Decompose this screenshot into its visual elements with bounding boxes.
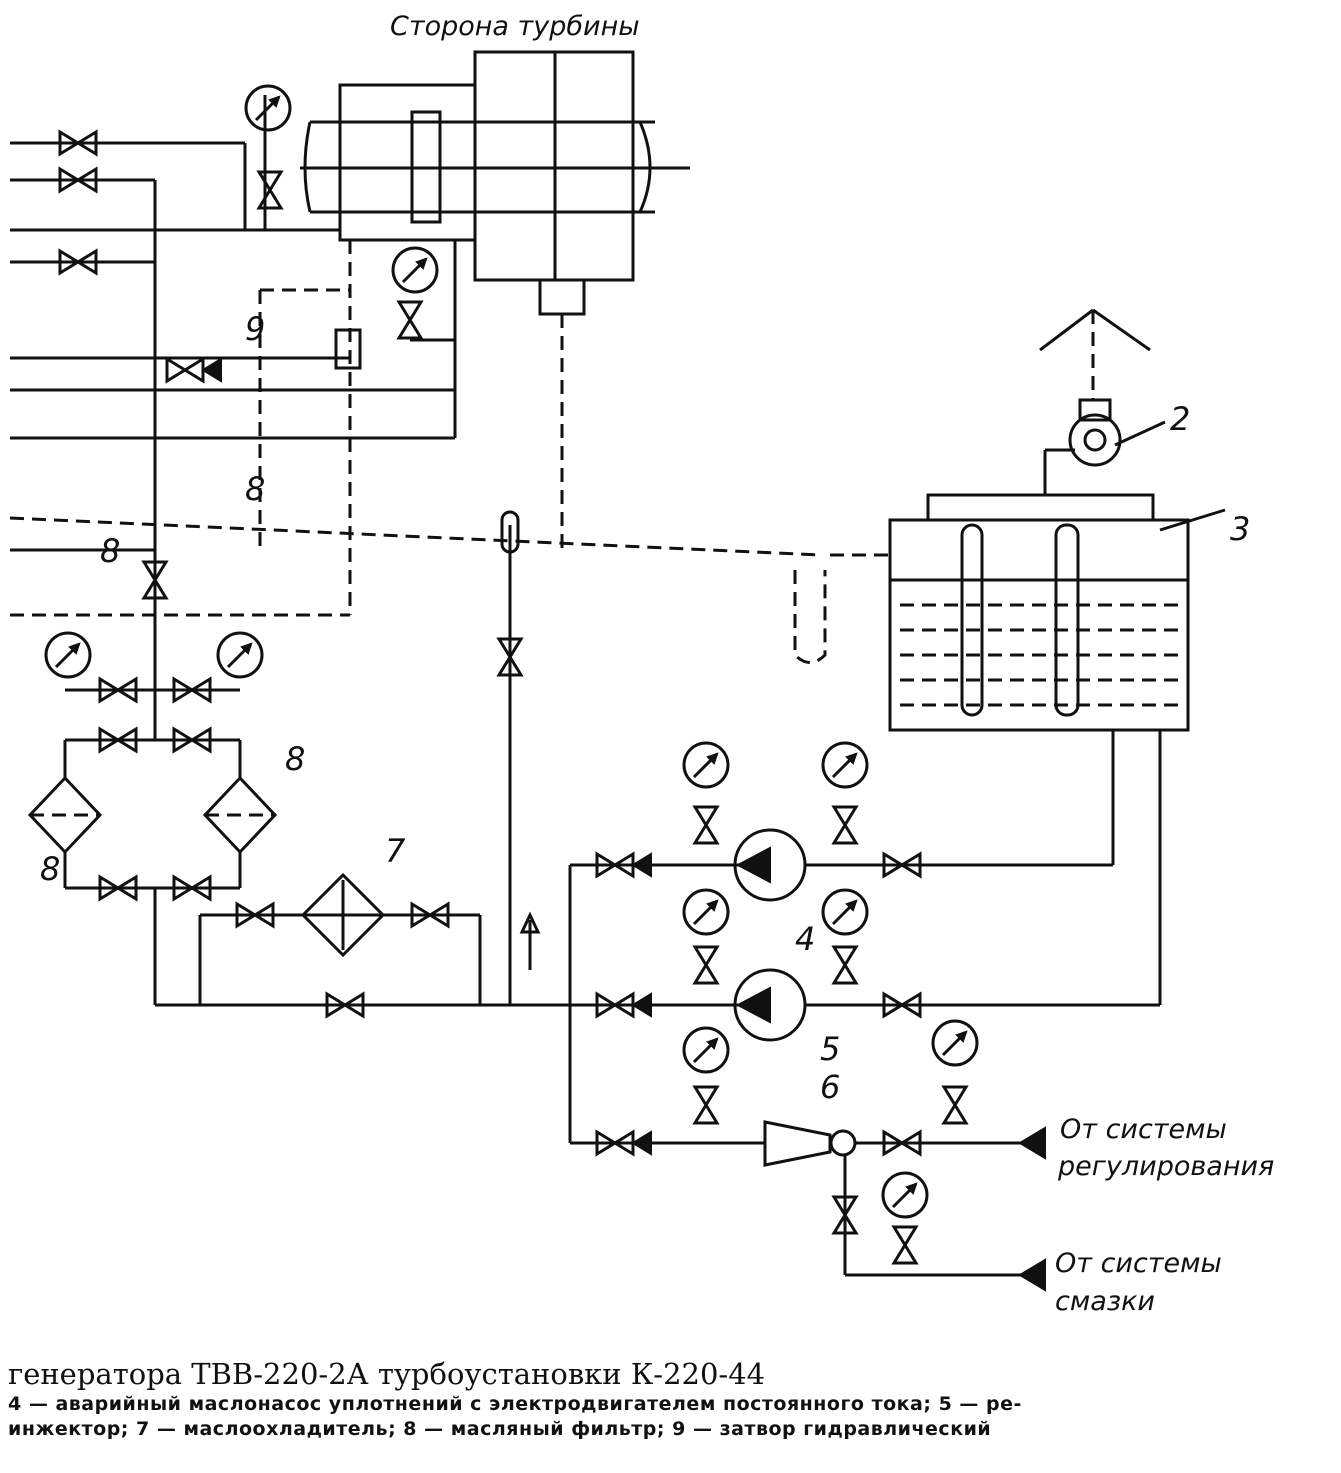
- figure-caption: генератора ТВВ-220-2А турбоустановки К-2…: [8, 1356, 1333, 1442]
- from-regulation-label-2: регулирования: [1057, 1151, 1274, 1182]
- left-supply-lines: [9, 84, 821, 740]
- seal-oil-tank: [793, 308, 1226, 732]
- oil-system-schematic: Сторона турбины От системы регулирования…: [9, 11, 1274, 1317]
- callout-b-left1: 8: [245, 470, 265, 508]
- pump-block: [568, 730, 1162, 1292]
- callout-5: 5: [820, 1030, 840, 1068]
- callout-b-left3: 8: [40, 850, 60, 888]
- caption-title: генератора ТВВ-220-2А турбоустановки К-2…: [8, 1357, 766, 1391]
- from-lubrication-label-1: От системы: [1055, 1248, 1222, 1279]
- callout-7: 7: [385, 832, 406, 870]
- from-regulation-label-1: От системы: [1060, 1114, 1227, 1145]
- callout-2: 2: [1170, 400, 1190, 438]
- callout-3: 3: [1230, 510, 1250, 548]
- callout-6: 6: [820, 1068, 840, 1106]
- callout-4: 4: [795, 920, 815, 958]
- callout-b-left2: 8: [100, 532, 120, 570]
- callout-9: 9: [245, 310, 265, 348]
- callout-8: 8: [285, 740, 305, 778]
- generator-housing: [300, 50, 690, 316]
- turbine-side-label: Сторона турбины: [390, 11, 640, 42]
- legend-line-1: 4 — аварийный маслонасос уплотнений с эл…: [8, 1393, 1022, 1415]
- from-lubrication-label-2: смазки: [1055, 1286, 1155, 1317]
- legend-line-2: инжектор; 7 — маслоохладитель; 8 — масля…: [8, 1418, 992, 1440]
- filter-block: [27, 510, 570, 1018]
